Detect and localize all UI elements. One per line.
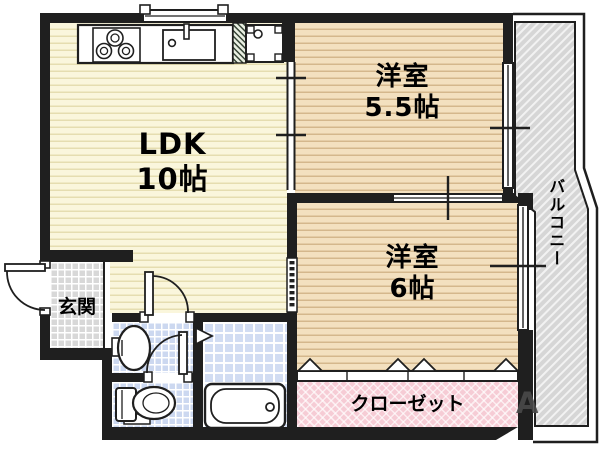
wall-washroom-toilet-left — [112, 373, 147, 382]
washroom-floor — [112, 322, 193, 373]
western-room-5-5-label: 洋室 5.5帖 — [330, 62, 475, 124]
entrance-door — [4, 260, 51, 316]
wall-bathroom-left — [193, 313, 203, 430]
folding-door-ldk-6 — [286, 257, 298, 313]
wall-left-below-door — [40, 310, 50, 360]
wall-bottom — [102, 427, 518, 440]
wall-mid-lower — [287, 312, 297, 427]
closet-floor — [297, 381, 518, 427]
wall-mid-upper — [287, 193, 297, 258]
wall-left-lower — [102, 348, 112, 437]
entrance-label: 玄関 — [57, 296, 96, 318]
western-room-5-5-floor — [295, 23, 505, 193]
wall-entrance-top — [43, 250, 133, 262]
watermark-letter: A — [516, 386, 539, 420]
wall-mid-top — [282, 23, 295, 62]
western-6-size: 6帖 — [389, 274, 436, 305]
wall-between-5-6 — [287, 193, 518, 203]
western-5-5-size: 5.5帖 — [364, 93, 441, 124]
closet-label: クローゼット — [350, 393, 465, 415]
bathroom-floor — [203, 322, 287, 427]
wall-washroom-top-right — [188, 313, 287, 322]
wall-left-upper — [40, 23, 50, 265]
wall-entrance-bottom — [40, 348, 112, 360]
toilet-floor — [112, 382, 193, 427]
entrance-floor — [50, 262, 103, 348]
wall-top — [40, 13, 513, 23]
western-5-5-name: 洋室 — [375, 62, 430, 92]
entrance-step — [103, 262, 110, 348]
wall-washroom-top-left — [112, 313, 145, 322]
ldk-size: 10帖 — [136, 161, 209, 196]
ldk-label: LDK 10帖 — [105, 127, 240, 197]
western-6-name: 洋室 — [385, 243, 440, 273]
western-room-6-floor — [297, 203, 518, 371]
balcony-label: バルコニー — [546, 177, 566, 268]
ldk-name: LDK — [138, 127, 207, 161]
wall-washroom-toilet-right — [186, 373, 193, 382]
western-room-6-label: 洋室 6帖 — [340, 243, 485, 305]
